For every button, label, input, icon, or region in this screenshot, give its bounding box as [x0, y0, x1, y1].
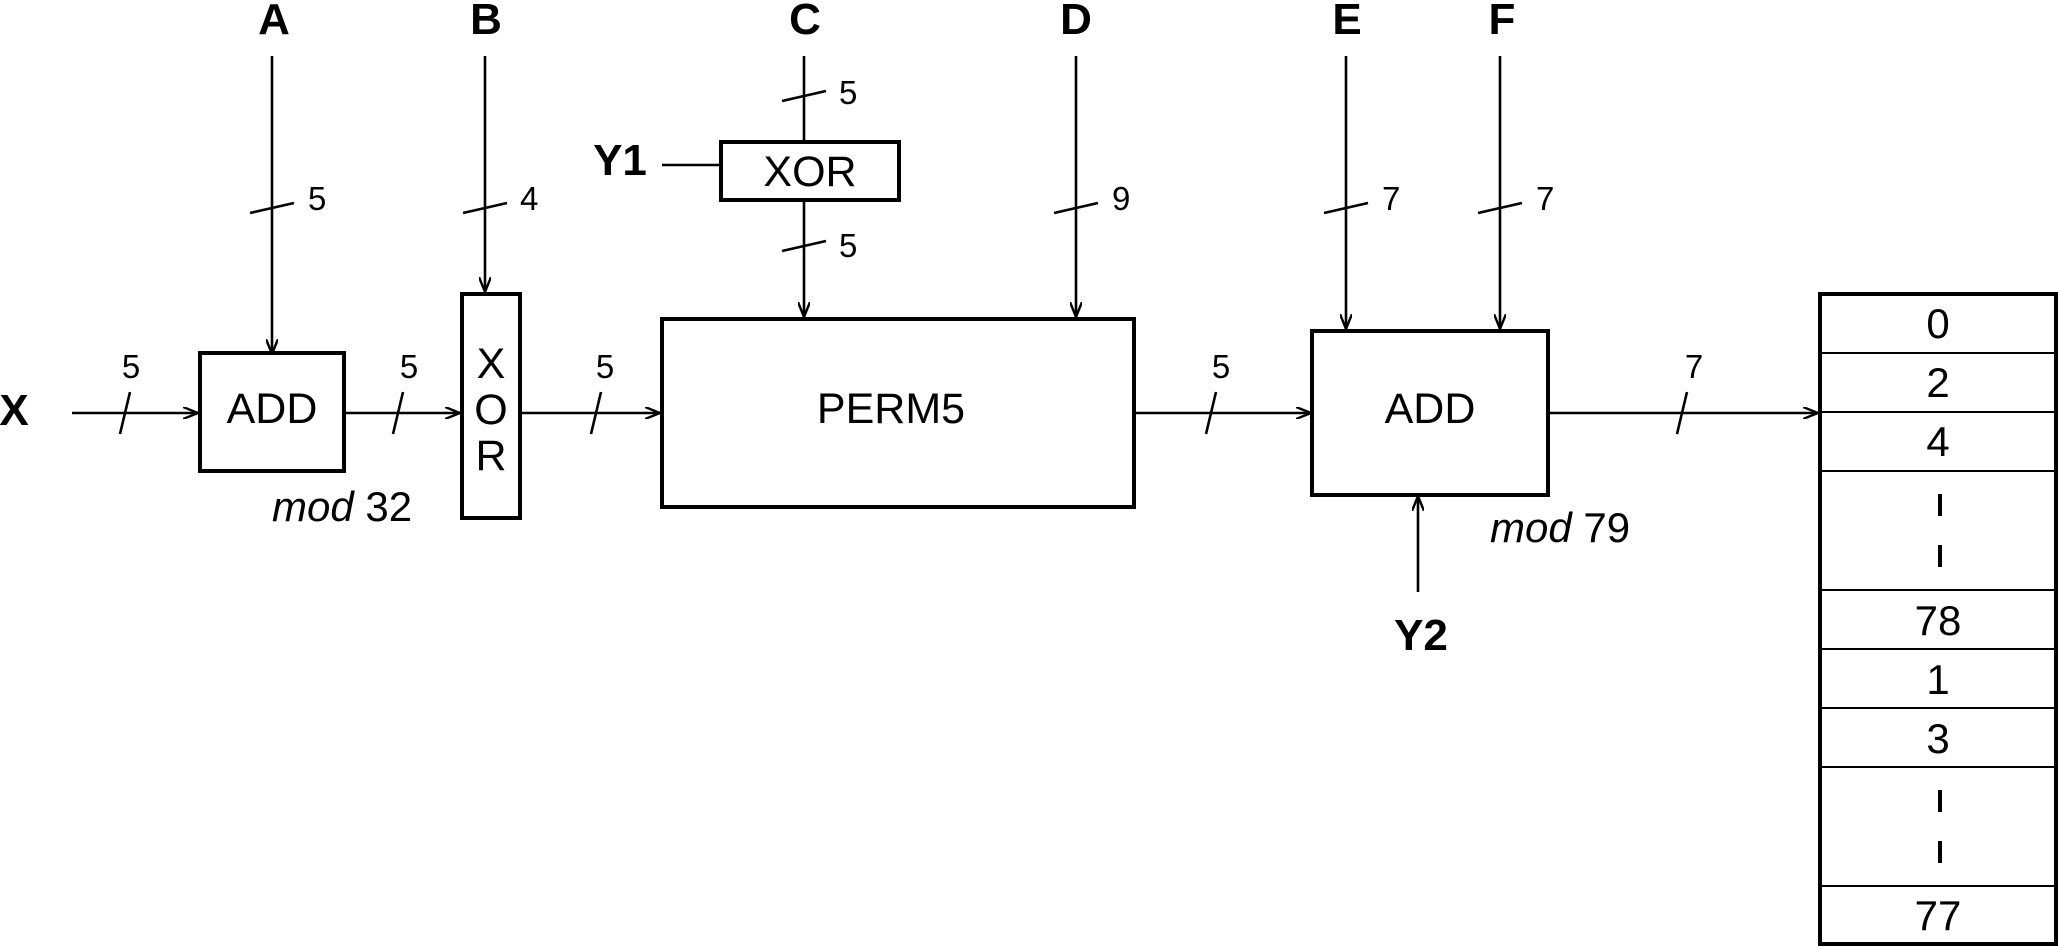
- add-block-mod32-label: ADD: [227, 385, 318, 433]
- bus-width-c-top: 5: [839, 74, 857, 111]
- bus-width-x: 5: [122, 348, 140, 385]
- bus-width-c-bottom: 5: [839, 227, 857, 264]
- table-cell: 2: [1926, 359, 1949, 406]
- input-label-y2: Y2: [1394, 611, 1448, 660]
- bus-slash-c-bottom: [781, 239, 827, 253]
- bus-width-f: 7: [1536, 180, 1554, 217]
- bus-width-add2-table: 7: [1685, 348, 1703, 385]
- mod79-label: mod 79: [1490, 504, 1630, 551]
- mod32-label: mod 32: [272, 483, 412, 530]
- add-block-mod79-label: ADD: [1385, 385, 1476, 433]
- input-label-x: X: [0, 386, 29, 435]
- bus-width-a: 5: [308, 180, 326, 217]
- bus-slash-a: [249, 201, 295, 215]
- input-label-y1: Y1: [593, 136, 647, 185]
- bus-width-xor-perm: 5: [596, 348, 614, 385]
- bus-width-perm-add2: 5: [1212, 348, 1230, 385]
- input-label-b: B: [470, 0, 502, 44]
- bus-slash-add2-table: [1675, 391, 1689, 435]
- bus-slash-e: [1323, 201, 1369, 215]
- bus-slash-c-top: [781, 89, 827, 103]
- table-cell: 4: [1926, 418, 1949, 465]
- bus-slash-f: [1477, 201, 1523, 215]
- table-cell: 3: [1926, 715, 1949, 762]
- bus-slash-x: [118, 391, 132, 435]
- bus-width-e: 7: [1382, 180, 1400, 217]
- perm5-block-label: PERM5: [817, 385, 965, 433]
- table-cell: 1: [1926, 656, 1949, 703]
- bus-width-b: 4: [520, 180, 538, 217]
- add-block-mod79: ADD: [1310, 329, 1550, 497]
- xor-block-vertical: X O R: [460, 292, 522, 520]
- bus-slash-add1-xor: [391, 391, 405, 435]
- bus-slash-perm-add2: [1204, 391, 1218, 435]
- add-block-mod32: ADD: [198, 351, 346, 473]
- input-label-c: C: [789, 0, 821, 44]
- bus-slash-d: [1053, 201, 1099, 215]
- xor-vertical-letter-o: O: [474, 386, 507, 434]
- xor-block-y1: XOR: [719, 140, 901, 202]
- table-cell: 78: [1915, 597, 1962, 644]
- xor-vertical-letter-x: X: [477, 340, 506, 388]
- table-cell: 77: [1915, 892, 1962, 939]
- lookup-table: 0 2 4 78 1 3 77: [1818, 292, 2058, 946]
- input-label-e: E: [1332, 0, 1361, 44]
- perm5-block: PERM5: [660, 317, 1136, 509]
- input-label-f: F: [1489, 0, 1516, 44]
- bus-slash-xor-perm: [589, 391, 603, 435]
- table-cell: 0: [1926, 300, 1949, 347]
- xor-block-y1-label: XOR: [763, 148, 856, 196]
- xor-vertical-letter-r: R: [475, 432, 506, 480]
- input-label-d: D: [1060, 0, 1092, 44]
- bus-width-d: 9: [1112, 180, 1130, 217]
- input-label-a: A: [258, 0, 290, 44]
- bus-slash-b: [462, 201, 508, 215]
- bus-width-add1-xor: 5: [400, 348, 418, 385]
